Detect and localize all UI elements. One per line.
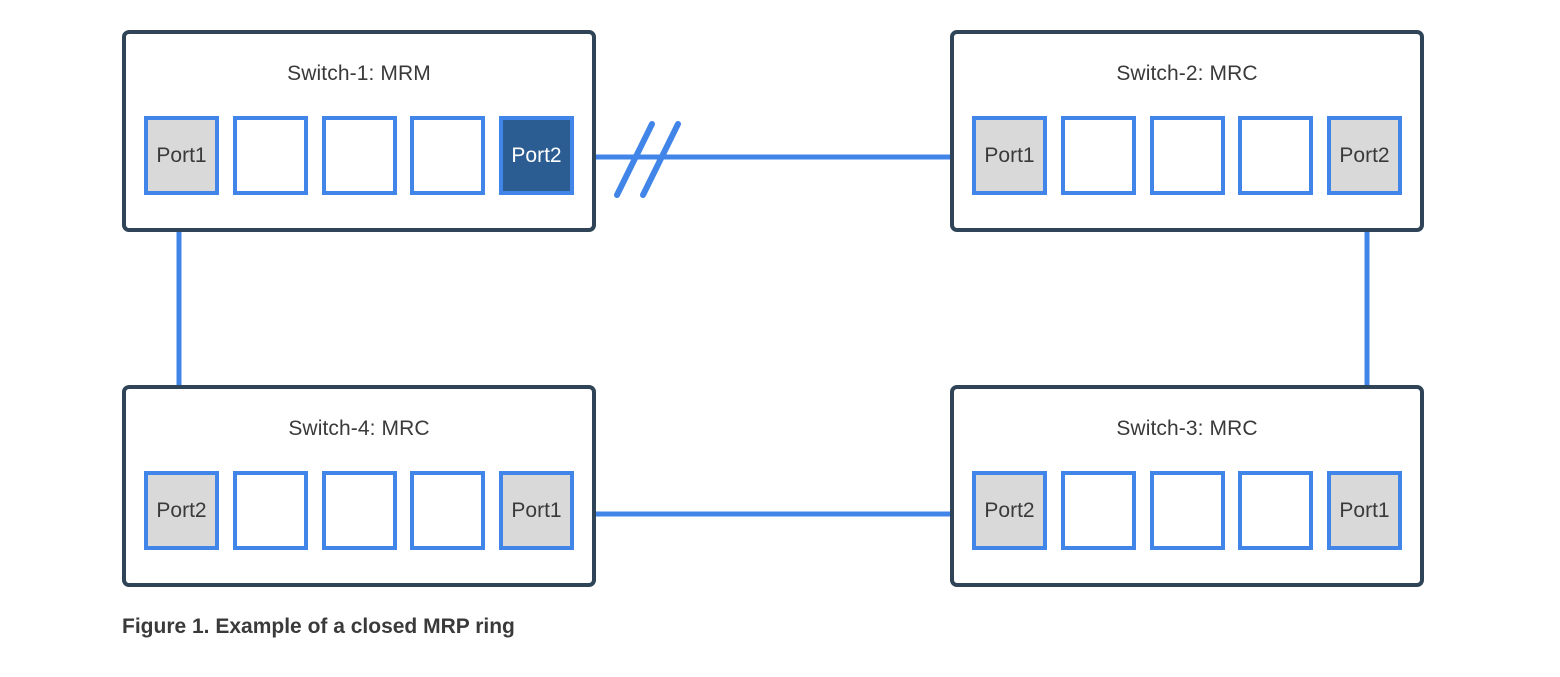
blocked-slash-2: [640, 121, 681, 198]
port-switch-4-2[interactable]: [232, 471, 308, 550]
ports-row-switch-2: Port1 Port2: [972, 116, 1402, 196]
switch-box-switch-3[interactable]: Switch-3: MRC Port2 Port1: [950, 385, 1424, 587]
switch-box-switch-1[interactable]: Switch-1: MRM Port1 Port2: [122, 30, 596, 232]
port-switch-3-3[interactable]: [1149, 471, 1225, 550]
switch-title-switch-3: Switch-3: MRC: [1116, 417, 1258, 440]
port-switch-3-1[interactable]: Port2: [972, 471, 1047, 550]
port-switch-2-4[interactable]: [1238, 116, 1314, 195]
port-switch-1-5[interactable]: Port2: [499, 116, 574, 195]
port-switch-2-3[interactable]: [1149, 116, 1225, 195]
port-switch-3-2[interactable]: [1060, 471, 1136, 550]
port-switch-3-4[interactable]: [1238, 471, 1314, 550]
blocked-link-marker: [614, 121, 681, 198]
port-switch-1-1[interactable]: Port1: [144, 116, 219, 195]
switch-title-switch-1: Switch-1: MRM: [287, 62, 431, 85]
ports-row-switch-4: Port2 Port1: [144, 471, 574, 551]
ports-row-switch-3: Port2 Port1: [972, 471, 1402, 551]
switch-box-switch-4[interactable]: Switch-4: MRC Port2 Port1: [122, 385, 596, 587]
port-switch-1-2[interactable]: [232, 116, 308, 195]
port-switch-4-4[interactable]: [410, 471, 486, 550]
port-switch-4-1[interactable]: Port2: [144, 471, 219, 550]
port-switch-1-3[interactable]: [321, 116, 397, 195]
switch-box-switch-2[interactable]: Switch-2: MRC Port1 Port2: [950, 30, 1424, 232]
port-switch-3-5[interactable]: Port1: [1327, 471, 1402, 550]
blocked-slash-1: [614, 121, 655, 198]
port-switch-2-5[interactable]: Port2: [1327, 116, 1402, 195]
switch-title-switch-4: Switch-4: MRC: [288, 417, 430, 440]
port-switch-1-4[interactable]: [410, 116, 486, 195]
figure-caption: Figure 1. Example of a closed MRP ring: [122, 615, 515, 638]
port-switch-2-2[interactable]: [1060, 116, 1136, 195]
switch-title-switch-2: Switch-2: MRC: [1116, 62, 1258, 85]
ports-row-switch-1: Port1 Port2: [144, 116, 574, 196]
port-switch-4-5[interactable]: Port1: [499, 471, 574, 550]
port-switch-2-1[interactable]: Port1: [972, 116, 1047, 195]
port-switch-4-3[interactable]: [321, 471, 397, 550]
